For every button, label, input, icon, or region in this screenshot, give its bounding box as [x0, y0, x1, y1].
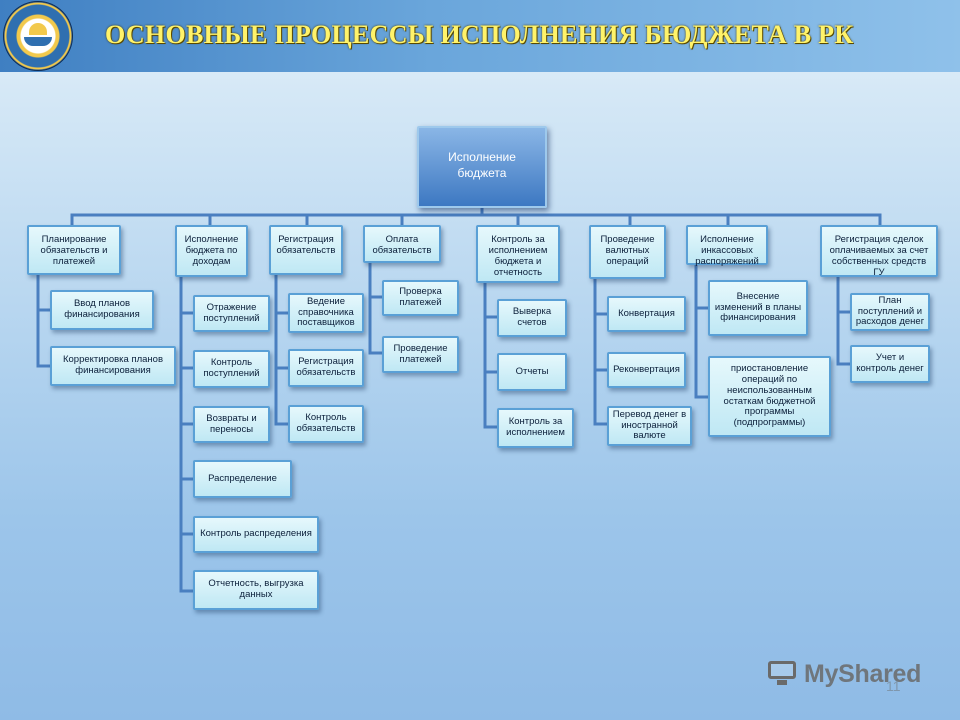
branch-node-registration: Регистрация обязательств — [269, 225, 343, 275]
child-node: Учет и контроль денег — [850, 345, 930, 383]
branch-node-planning: Планирование обязательств и платежей — [27, 225, 121, 275]
child-node: Перевод денег в иностранной валюте — [607, 406, 692, 446]
page-number: 11 — [886, 678, 901, 694]
child-node: Распределение — [193, 460, 292, 498]
branch-node-control: Контроль за исполнением бюджета и отчетн… — [476, 225, 560, 283]
child-node: План поступлений и расходов денег — [850, 293, 930, 331]
title-banner — [0, 0, 960, 72]
slide-title: ОСНОВНЫЕ ПРОЦЕССЫ ИСПОЛНЕНИЯ БЮДЖЕТА В Р… — [105, 20, 854, 49]
child-node: Ведение справочника поставщиков — [288, 293, 364, 333]
child-node: Отчеты — [497, 353, 567, 391]
child-node: Контроль за исполнением — [497, 408, 574, 448]
child-node: Проведение платежей — [382, 336, 459, 373]
child-node: Внесение изменений в планы финансировани… — [708, 280, 808, 336]
myshared-monitor-icon — [768, 661, 798, 687]
branch-node-payment: Оплата обязательств — [363, 225, 441, 263]
watermark-text: MyShared — [804, 659, 922, 688]
child-node: Конвертация — [607, 296, 686, 332]
child-node: Отражение поступлений — [193, 295, 270, 332]
child-node: Регистрация обязательств — [288, 349, 364, 387]
myshared-watermark: MyShared — [768, 658, 928, 690]
child-node: Проверка платежей — [382, 280, 459, 316]
child-node: Возвраты и переносы — [193, 406, 270, 443]
child-node: Контроль обязательств — [288, 405, 364, 443]
emblem-logo — [4, 2, 72, 70]
root-node: Исполнение бюджета — [417, 126, 547, 208]
child-node: Контроль поступлений — [193, 350, 270, 388]
branch-node-revenue: Исполнение бюджета по доходам — [175, 225, 248, 277]
child-node: приостановление операций по неиспользова… — [708, 356, 831, 437]
child-node: Контроль распределения — [193, 516, 319, 553]
child-node: Выверка счетов — [497, 299, 567, 337]
child-node: Ввод планов финансирования — [50, 290, 154, 330]
child-node: Отчетность, выгрузка данных — [193, 570, 319, 610]
branch-node-own-funds: Регистрация сделок оплачиваемых за счет … — [820, 225, 938, 278]
branch-node-collection: Исполнение инкассовых распоряжений — [686, 225, 768, 267]
child-node: Корректировка планов финансирования — [50, 346, 176, 386]
branch-node-currency: Проведение валютных операций — [589, 225, 666, 279]
child-node: Реконвертация — [607, 352, 686, 388]
